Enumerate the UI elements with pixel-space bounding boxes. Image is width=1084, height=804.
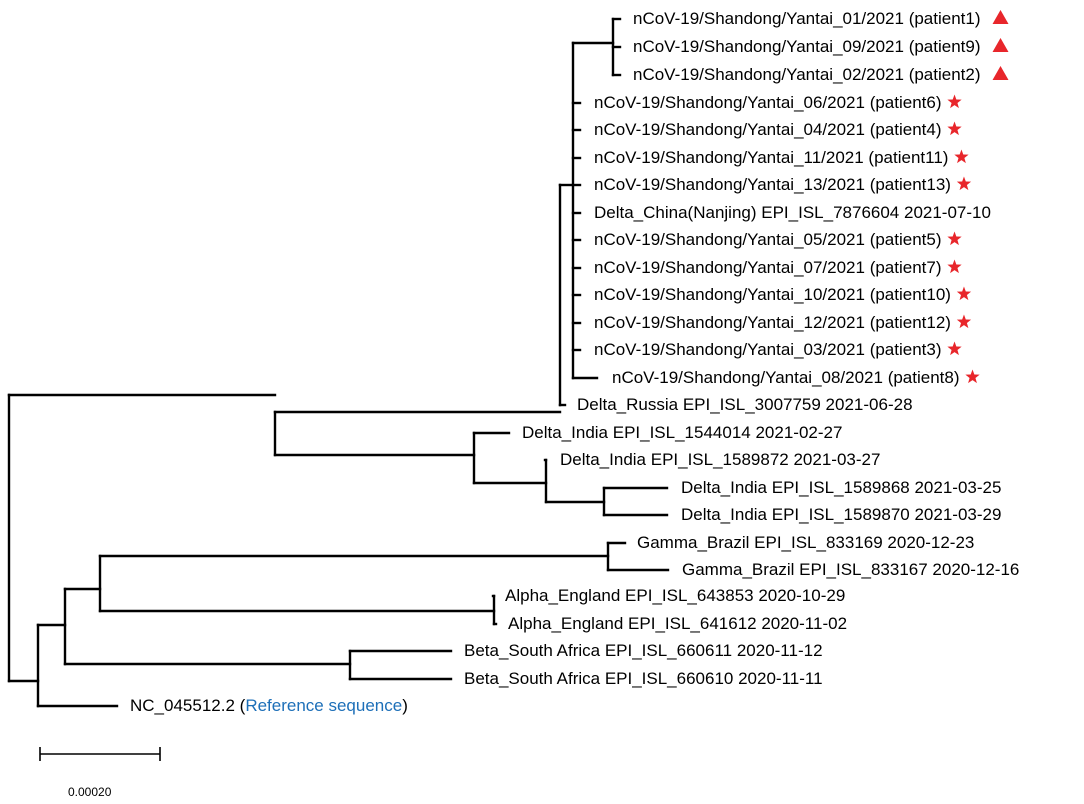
leaf-label-delta-india-1589868: Delta_India EPI_ISL_1589868 2021-03-25 xyxy=(681,478,1001,497)
leaf-label-patient1: nCoV-19/Shandong/Yantai_01/2021 (patient… xyxy=(633,9,981,28)
leaf-label-gamma-brazil-833169: Gamma_Brazil EPI_ISL_833169 2020-12-23 xyxy=(637,533,974,552)
reference-label-suffix: ) xyxy=(402,696,408,715)
leaf-markers xyxy=(947,10,1009,384)
leaf-label-delta-india-1589870: Delta_India EPI_ISL_1589870 2021-03-29 xyxy=(681,505,1001,524)
leaf-label-patient11: nCoV-19/Shandong/Yantai_11/2021 (patient… xyxy=(594,148,948,167)
leaf-label-patient4: nCoV-19/Shandong/Yantai_04/2021 (patient… xyxy=(594,120,942,139)
leaf-label-reference: NC_045512.2 (Reference sequence) xyxy=(130,696,408,715)
star-marker-icon xyxy=(954,149,969,164)
leaf-label-patient10: nCoV-19/Shandong/Yantai_10/2021 (patient… xyxy=(594,285,951,304)
leaf-label-patient2: nCoV-19/Shandong/Yantai_02/2021 (patient… xyxy=(633,65,981,84)
triangle-marker-icon xyxy=(992,66,1009,80)
leaf-label-delta-india-1544014: Delta_India EPI_ISL_1544014 2021-02-27 xyxy=(522,423,842,442)
scale-bar: 0.00020 xyxy=(39,747,161,799)
leaf-label-patient12: nCoV-19/Shandong/Yantai_12/2021 (patient… xyxy=(594,313,951,332)
leaf-label-patient13: nCoV-19/Shandong/Yantai_13/2021 (patient… xyxy=(594,175,951,194)
tree-branches xyxy=(7,17,670,708)
leaf-label-patient8: nCoV-19/Shandong/Yantai_08/2021 (patient… xyxy=(612,368,960,387)
leaf-label-delta-china-nanjing: Delta_China(Nanjing) EPI_ISL_7876604 202… xyxy=(594,203,991,222)
leaf-label-patient6: nCoV-19/Shandong/Yantai_06/2021 (patient… xyxy=(594,93,942,112)
star-marker-icon xyxy=(956,314,972,329)
star-marker-icon xyxy=(947,94,962,109)
leaf-label-patient7: nCoV-19/Shandong/Yantai_07/2021 (patient… xyxy=(594,258,942,277)
star-marker-icon xyxy=(965,369,980,384)
leaf-label-patient9: nCoV-19/Shandong/Yantai_09/2021 (patient… xyxy=(633,37,981,56)
leaf-label-alpha-england-641612: Alpha_England EPI_ISL_641612 2020-11-02 xyxy=(508,614,847,633)
leaf-labels: nCoV-19/Shandong/Yantai_01/2021 (patient… xyxy=(130,9,1019,715)
star-marker-icon xyxy=(956,286,972,301)
leaf-label-patient5: nCoV-19/Shandong/Yantai_05/2021 (patient… xyxy=(594,230,942,249)
scale-bar-label: 0.00020 xyxy=(68,785,112,799)
reference-sequence-link[interactable]: Reference sequence xyxy=(245,696,402,715)
triangle-marker-icon xyxy=(992,10,1009,24)
star-marker-icon xyxy=(947,231,962,246)
leaf-label-beta-south-africa-660611: Beta_South Africa EPI_ISL_660611 2020-11… xyxy=(464,641,823,660)
leaf-label-delta-india-1589872: Delta_India EPI_ISL_1589872 2021-03-27 xyxy=(560,450,880,469)
leaf-label-beta-south-africa-660610: Beta_South Africa EPI_ISL_660610 2020-11… xyxy=(464,669,823,688)
star-marker-icon xyxy=(947,341,962,356)
reference-label-prefix: NC_045512.2 ( xyxy=(130,696,246,715)
leaf-label-patient3: nCoV-19/Shandong/Yantai_03/2021 (patient… xyxy=(594,340,942,359)
star-marker-icon xyxy=(956,176,972,191)
leaf-label-gamma-brazil-833167: Gamma_Brazil EPI_ISL_833167 2020-12-16 xyxy=(682,560,1019,579)
star-marker-icon xyxy=(947,121,962,136)
star-marker-icon xyxy=(947,259,962,274)
leaf-label-alpha-england-643853: Alpha_England EPI_ISL_643853 2020-10-29 xyxy=(505,586,845,605)
triangle-marker-icon xyxy=(992,38,1009,52)
leaf-label-delta-russia: Delta_Russia EPI_ISL_3007759 2021-06-28 xyxy=(577,395,913,414)
